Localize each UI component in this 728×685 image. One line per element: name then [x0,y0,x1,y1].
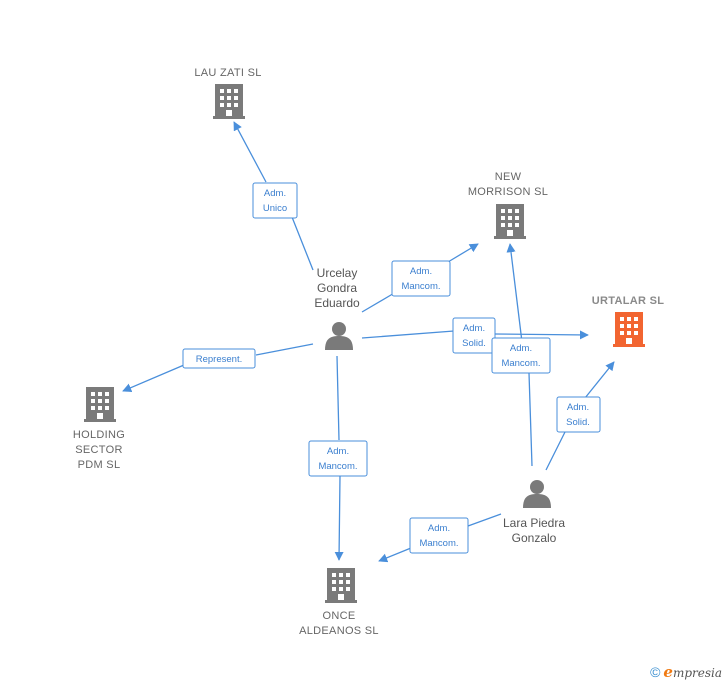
company-lau-zati[interactable]: LAU ZATI SL [194,67,261,119]
relation-urcelay-newmorrison[interactable]: Adm. Mancom. [391,260,451,297]
relation-urcelay-lauzati[interactable]: Adm. Unico [252,182,298,219]
edge-urcelay-newmorrison [361,244,478,313]
edge-urcelay-once [337,355,340,560]
company-name: NEW [495,171,522,183]
person-lara[interactable]: Lara Piedra Gonzalo [503,480,565,545]
company-holding-sector[interactable]: HOLDING SECTOR PDM SL [73,387,125,471]
relation-labels: Adm. Unico Adm. Mancom. Adm. Solid. Repr… [182,182,601,554]
relation-text: Adm. [428,523,450,534]
person-name: Lara Piedra [503,516,565,530]
company-name: HOLDING [73,429,125,441]
building-icon [325,568,357,603]
company-once-aldeanos[interactable]: ONCE ALDEANOS SL [299,568,379,637]
building-icon [213,84,245,119]
company-name: MORRISON SL [468,186,548,198]
relation-urcelay-urtalar[interactable]: Adm. Solid. [452,317,496,354]
edge-urcelay-holding [123,343,314,391]
edge-lara-urtalar [545,362,614,471]
edges [123,122,614,561]
relation-text: Unico [263,203,287,214]
edge-lara-once [379,513,502,561]
person-name: Eduardo [314,296,360,310]
footer-brand: ©empresia [650,663,722,681]
company-name: ONCE [323,610,356,622]
relation-text: Mancom. [501,358,540,369]
company-name: LAU ZATI SL [194,67,261,79]
person-name: Urcelay [317,266,358,280]
relation-text: Mancom. [318,461,357,472]
relation-text: Adm. [410,266,432,277]
relation-text: Represent. [196,354,242,365]
relation-lara-once[interactable]: Adm. Mancom. [409,517,469,554]
building-icon [613,312,645,347]
relation-urcelay-holding[interactable]: Represent. [182,348,256,369]
relation-text: Mancom. [401,281,440,292]
relation-text: Adm. [327,446,349,457]
copyright-icon: © [650,664,661,680]
building-icon [84,387,116,422]
relation-lara-newmorrison[interactable]: Adm. Mancom. [491,337,551,374]
company-name: ALDEANOS SL [299,625,379,637]
building-icon [494,204,526,239]
brand-logo-text: mpresia [672,666,722,680]
person-icon [325,322,353,350]
edge-lara-newmorrison [510,244,533,467]
relation-text: Adm. [264,188,286,199]
brand-logo-initial: e [663,663,673,681]
company-name: URTALAR SL [592,295,664,307]
relation-text: Solid. [462,338,486,349]
relation-text: Adm. [567,402,589,413]
edge-urcelay-urtalar [361,331,588,338]
person-icon [523,480,551,508]
relation-text: Mancom. [419,538,458,549]
relation-lara-urtalar[interactable]: Adm. Solid. [556,396,601,433]
relation-text: Solid. [566,417,590,428]
person-name: Gonzalo [512,531,557,545]
relation-urcelay-once[interactable]: Adm. Mancom. [308,440,368,477]
person-urcelay[interactable]: Urcelay Gondra Eduardo [314,266,360,350]
company-name: PDM SL [78,459,121,471]
relation-text: Adm. [463,323,485,334]
person-name: Gondra [317,281,357,295]
company-urtalar[interactable]: URTALAR SL [592,295,664,347]
company-new-morrison[interactable]: NEW MORRISON SL [468,171,548,239]
edge-urcelay-lauzati [234,122,314,271]
company-name: SECTOR [75,444,122,456]
relation-text: Adm. [510,343,532,354]
